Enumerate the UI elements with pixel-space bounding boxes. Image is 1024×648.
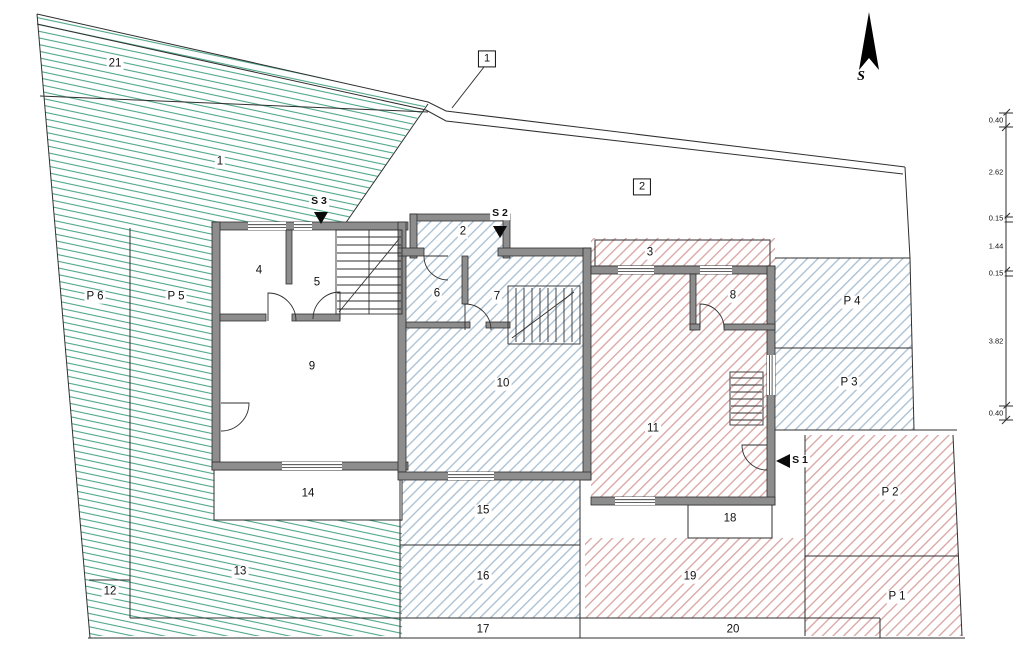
dimension-label: 2.62 [987,167,1005,177]
site-area-12-label: 12 [101,585,119,599]
room-10-label: 10 [494,377,512,391]
site-area-1-label: 1 [214,155,226,169]
marker-1-leader [451,66,485,109]
parcel-p4-label: P 4 [841,295,863,309]
stairs [335,229,764,426]
room-20-label: 20 [724,623,742,637]
room-19-label: 19 [681,570,699,584]
boundary-marker-1: 1 [477,50,497,68]
section-s2-triangle [493,226,507,238]
site-area-21-label: 21 [106,57,124,71]
north-label: S [857,69,865,84]
dimension-label: 0.40 [987,408,1005,418]
windows [248,222,775,505]
room-8-label: 8 [727,289,739,303]
section-triangles [314,212,790,468]
section-s1-triangle [776,454,790,468]
room-4-label: 4 [253,264,265,278]
room-16-label: 16 [474,570,492,584]
dimension-label: 1.44 [987,241,1005,251]
room-5-label: 5 [311,276,323,290]
parcel-p2-label: P 2 [879,486,901,500]
parcel-p3-label: P 3 [838,376,860,390]
boundary-marker-2: 2 [632,178,652,196]
room-18-label: 18 [721,512,739,526]
room-15-label: 15 [474,504,492,518]
section-s3-label: S 3 [309,195,329,208]
room-9-label: 9 [306,360,318,374]
room-2-label: 2 [457,225,469,239]
parcel-p6-label: P 6 [84,290,106,304]
north-arrow-icon [859,12,879,70]
parcel-p5-label: P 5 [165,290,187,304]
section-s1-label: S 1 [790,454,810,467]
room-7-label: 7 [491,290,503,304]
dimension-column [999,108,1013,425]
room-3-label: 3 [644,246,656,260]
section-s3-triangle [314,212,328,224]
dimension-label: 3.82 [987,336,1005,346]
site-area-13-label: 13 [231,565,249,579]
door-arcs [220,255,768,471]
dimension-label: 0.15 [987,213,1005,223]
parcel-p1-label: P 1 [886,590,908,604]
room-11-label: 11 [645,422,661,436]
red-hatched-areas [585,238,962,636]
room-17-label: 17 [474,623,492,637]
section-s2-label: S 2 [490,207,510,220]
dimension-label: 0.15 [987,268,1005,278]
room-14-label: 14 [299,487,317,501]
dimension-label: 0.40 [987,115,1005,125]
green-hatched-area [37,14,428,636]
room-6-label: 6 [431,287,443,301]
